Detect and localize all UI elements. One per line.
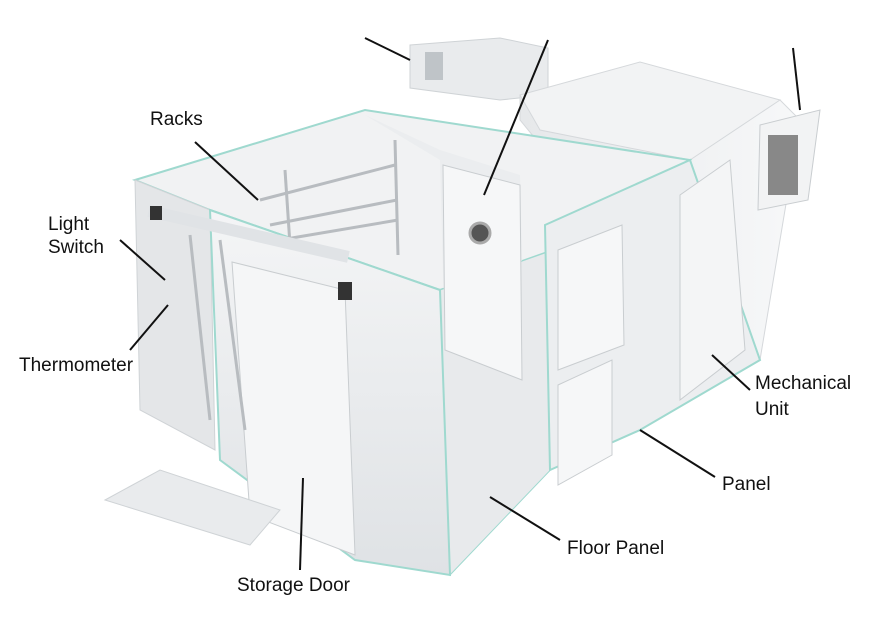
leader-lines [119, 37, 801, 571]
lower-door [557, 359, 613, 486]
ladder [188, 234, 247, 431]
ramp [103, 469, 281, 546]
label-racks: Racks [150, 109, 203, 130]
racks [259, 139, 400, 256]
label-thermometer: Thermometer [19, 355, 134, 376]
left-wall [134, 179, 216, 451]
label-panel: Panel [722, 474, 771, 495]
upper-door [557, 224, 625, 371]
label-storage-door: Storage Door [237, 575, 351, 596]
right-roof [519, 61, 782, 161]
inner-door [442, 164, 523, 381]
label-light-switch-line1: Light [48, 214, 90, 235]
condensing-unit [757, 109, 821, 211]
label-mechanical-unit-line1: Mechanical [755, 373, 852, 394]
label-light-switch-line2: Switch [48, 237, 104, 258]
storage-door [147, 204, 356, 556]
mechanical-door [679, 159, 746, 402]
label-mechanical-unit-line2: Unit [755, 399, 789, 420]
label-floor-panel: Floor Panel [567, 538, 665, 559]
